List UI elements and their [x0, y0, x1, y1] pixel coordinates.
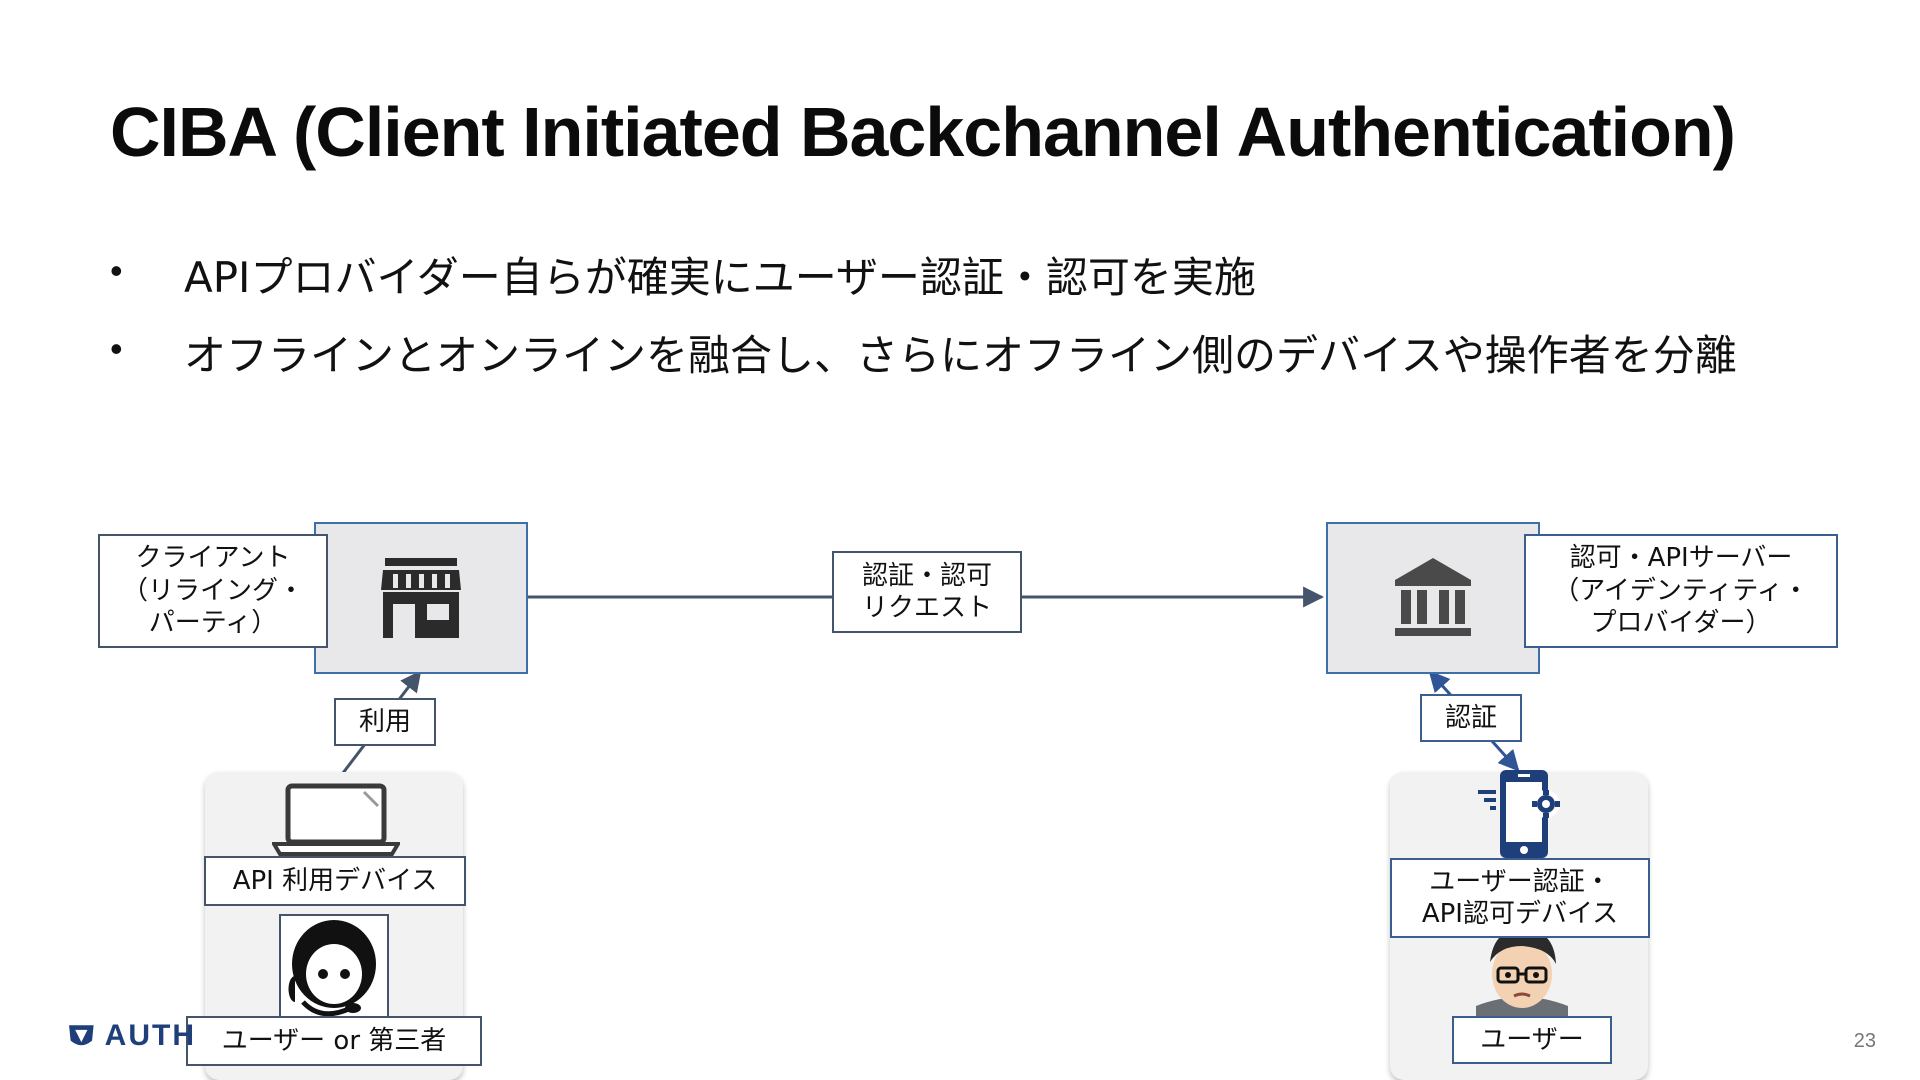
store-icon — [381, 558, 461, 638]
use-label: 利用 — [334, 698, 436, 746]
authlete-logo-icon — [69, 1025, 94, 1046]
authlete-logo: AUTH — [66, 1012, 196, 1060]
page-number: 23 — [1853, 1030, 1876, 1052]
auth-label: 認証 — [1420, 694, 1522, 742]
bullet-text-2: オフラインとオンラインを融合し、さらにオフライン側のデバイスや操作者を分離 — [184, 331, 1737, 380]
bullet-text-1: APIプロバイダー自らが確実にユーザー認証・認可を実施 — [184, 253, 1256, 302]
right-device-label: ユーザー認証・ API認可デバイス — [1390, 858, 1650, 938]
user-avatar-icon — [1470, 922, 1574, 1022]
laptop-icon — [272, 783, 400, 856]
request-label: 認証・認可 リクエスト — [832, 551, 1022, 633]
logo-text: AUTH — [104, 1019, 196, 1052]
left-person-label: ユーザー or 第三者 — [186, 1016, 482, 1066]
bullet-marker: • — [110, 250, 123, 291]
slide-title: CIBA (Client Initiated Backchannel Authe… — [110, 93, 1736, 171]
headset-operator-icon — [279, 914, 389, 1024]
server-label: 認可・APIサーバー （アイデンティティ・ プロバイダー） — [1524, 534, 1838, 648]
left-device-label: API 利用デバイス — [204, 856, 466, 906]
bank-icon — [1395, 558, 1471, 636]
client-node — [314, 522, 528, 674]
smartphone-settings-icon — [1478, 770, 1560, 858]
server-node — [1326, 522, 1540, 674]
right-person-label: ユーザー — [1452, 1016, 1612, 1064]
client-label: クライアント （リライング・ パーティ） — [98, 534, 328, 648]
bullet-marker: • — [110, 328, 123, 369]
